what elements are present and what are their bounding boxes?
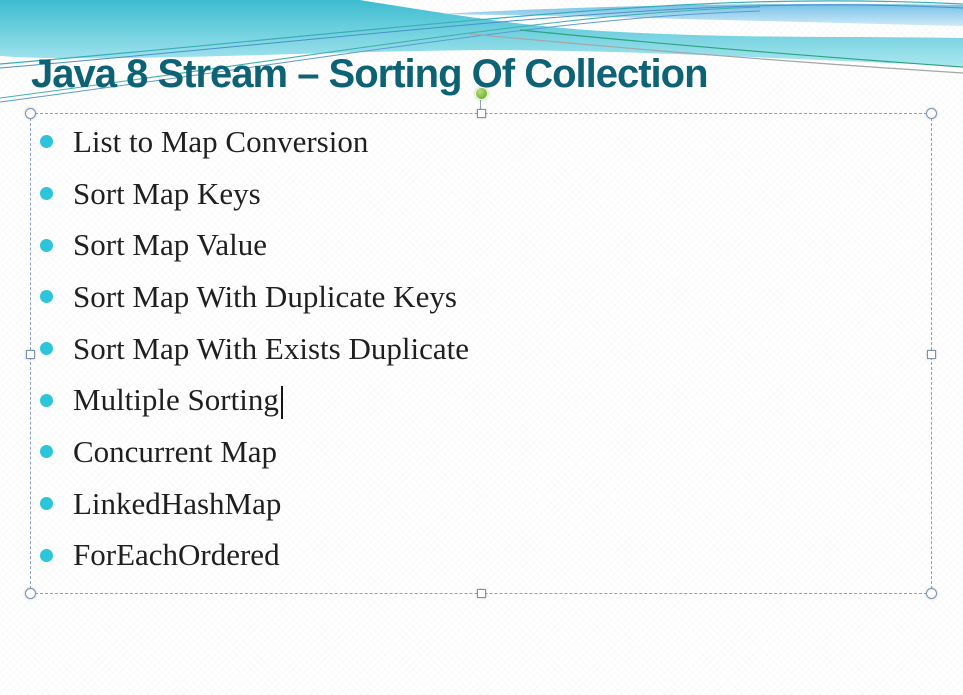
bullet-icon	[40, 187, 53, 201]
bullet-item[interactable]: Sort Map Keys	[40, 168, 469, 220]
resize-handle-middle-right[interactable]	[927, 349, 936, 359]
bullet-text: Sort Map With Exists Duplicate	[73, 330, 469, 366]
resize-handle-top-right[interactable]	[926, 108, 937, 119]
bullet-icon	[40, 445, 53, 459]
slide-title[interactable]: Java 8 Stream – Sorting Of Collection	[31, 52, 709, 96]
bullet-text: Concurrent Map	[73, 433, 278, 469]
bullet-text: LinkedHashMap	[73, 485, 282, 521]
bullet-icon	[40, 290, 53, 304]
bullet-item[interactable]: LinkedHashMap	[40, 478, 469, 530]
bullet-text: Sort Map Value	[73, 227, 268, 263]
bullet-icon	[40, 548, 53, 562]
rotation-handle-stem	[480, 99, 481, 114]
bullet-icon	[40, 497, 53, 511]
bullet-text: Multiple Sorting	[73, 382, 279, 418]
bullet-item[interactable]: Sort Map Value	[40, 219, 469, 271]
bullet-item[interactable]: List to Map Conversion	[40, 116, 469, 168]
bullet-item[interactable]: Multiple Sorting	[40, 374, 469, 426]
resize-handle-top-left[interactable]	[25, 108, 36, 119]
resize-handle-middle-left[interactable]	[26, 349, 35, 359]
bullet-item[interactable]: Sort Map With Exists Duplicate	[40, 323, 469, 375]
rotation-handle[interactable]	[475, 87, 488, 100]
resize-handle-bottom-left[interactable]	[25, 588, 36, 599]
bullet-icon	[40, 238, 53, 252]
bullet-icon	[40, 135, 53, 149]
resize-handle-top-center[interactable]	[477, 109, 486, 118]
bullet-text: List to Map Conversion	[73, 123, 369, 159]
bullet-list: List to Map Conversion Sort Map Keys Sor…	[40, 116, 469, 581]
bullet-text: Sort Map With Duplicate Keys	[73, 278, 457, 314]
bullet-item[interactable]: Concurrent Map	[40, 426, 469, 478]
resize-handle-bottom-right[interactable]	[926, 588, 937, 599]
bullet-icon	[40, 342, 53, 356]
text-caret	[280, 385, 283, 419]
bullet-item[interactable]: ForEachOrdered	[40, 530, 469, 582]
bullet-icon	[40, 393, 53, 407]
bullet-item[interactable]: Sort Map With Duplicate Keys	[40, 271, 469, 323]
content-placeholder-selection[interactable]	[25, 87, 937, 599]
bullet-text: Sort Map Keys	[73, 175, 261, 211]
resize-handle-bottom-center[interactable]	[477, 589, 486, 598]
bullet-text: ForEachOrdered	[73, 537, 280, 573]
